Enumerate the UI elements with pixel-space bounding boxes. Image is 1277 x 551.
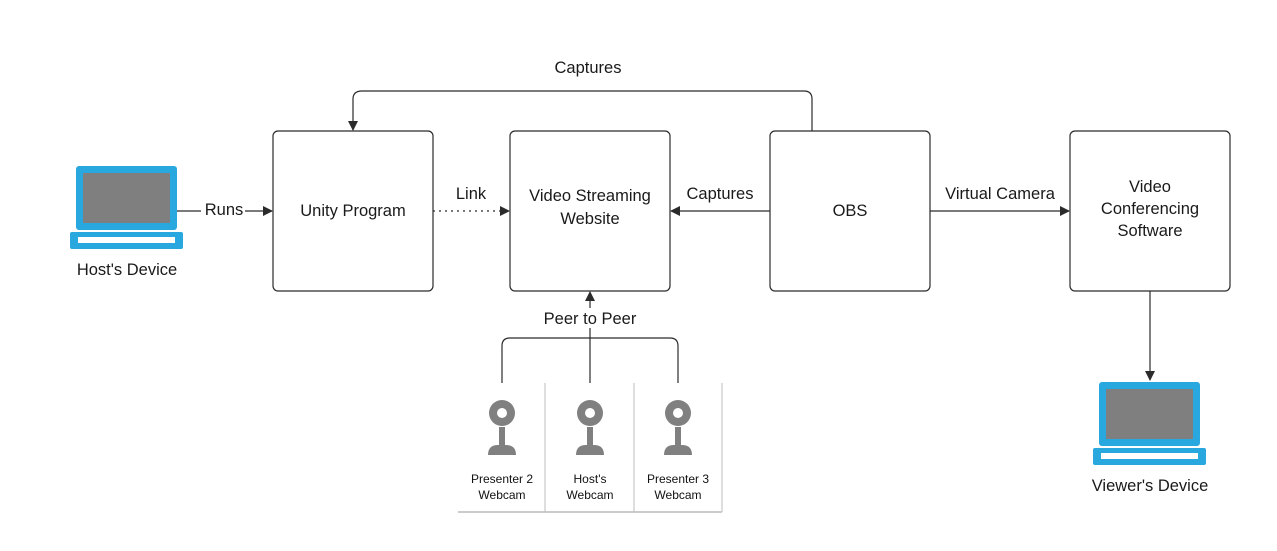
video-conferencing-label-line2: Conferencing: [1101, 200, 1199, 218]
peer-to-peer-label: Peer to Peer: [544, 310, 637, 328]
webcam-panel: [458, 383, 723, 513]
unity-program-label: Unity Program: [300, 202, 405, 220]
host-webcam-label-line2: Webcam: [566, 488, 613, 502]
viewer-laptop-icon: [1093, 382, 1206, 465]
presenter-3-webcam-label-line1: Presenter 3: [647, 472, 709, 486]
virtual-camera-label: Virtual Camera: [945, 185, 1056, 203]
runs-label: Runs: [205, 201, 244, 219]
viewer-device-label: Viewer's Device: [1092, 477, 1209, 495]
captures-top-label: Captures: [555, 59, 622, 77]
captures-top-arrow: [348, 90, 813, 131]
presenter-2-webcam-label-line1: Presenter 2: [471, 472, 533, 486]
video-streaming-label-line1: Video Streaming: [529, 187, 651, 205]
host-webcam-icon: [576, 400, 604, 455]
presenter-3-webcam-label-line2: Webcam: [654, 488, 701, 502]
video-conferencing-label-line1: Video: [1129, 178, 1171, 196]
video-streaming-label-line2: Website: [560, 210, 619, 228]
link-label: Link: [456, 185, 487, 203]
captures-obs-label: Captures: [687, 185, 754, 203]
video-conferencing-label-line3: Software: [1117, 222, 1182, 240]
peer-label-bg: [536, 308, 644, 328]
host-laptop-icon: [70, 166, 183, 249]
obs-label: OBS: [833, 202, 868, 220]
host-webcam-label-line1: Host's: [574, 472, 607, 486]
host-device-label: Host's Device: [77, 261, 177, 279]
presenter-3-webcam-icon: [664, 400, 692, 455]
runs-label-bg: [201, 199, 245, 219]
presenter-2-webcam-label-line2: Webcam: [478, 488, 525, 502]
presenter-2-webcam-icon: [488, 400, 516, 455]
